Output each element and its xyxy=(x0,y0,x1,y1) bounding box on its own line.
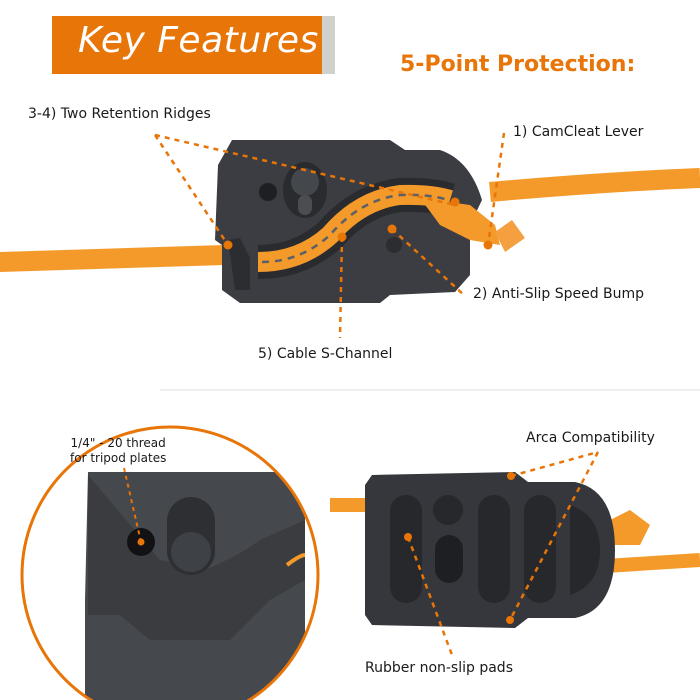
thread-line-2: for tripod plates xyxy=(70,451,167,465)
cable-left xyxy=(0,245,235,272)
top-callout-lines xyxy=(153,132,506,339)
bottom-callout-lines xyxy=(406,450,600,656)
callout-thread: 1/4" - 20 thread for tripod plates xyxy=(70,436,166,466)
section-subtitle: 5-Point Protection: xyxy=(400,52,636,77)
thread-line-1: 1/4" - 20 thread xyxy=(70,436,166,450)
thread-zoom-circle xyxy=(22,427,318,700)
callout-anti-slip-bump: 2) Anti-Slip Speed Bump xyxy=(473,286,645,302)
section-divider xyxy=(160,389,700,391)
page-title: Key Features xyxy=(78,20,319,61)
callout-rubber-pads: Rubber non-slip pads xyxy=(365,660,513,676)
callout-camcleat-lever: 1) CamCleat Lever xyxy=(513,124,644,140)
device-back-plate xyxy=(330,472,700,628)
cable-right xyxy=(489,168,700,202)
banner-shadow xyxy=(322,16,335,74)
top-callout-dots xyxy=(223,197,493,250)
callout-arca-compatibility: Arca Compatibility xyxy=(526,430,655,446)
key-features-banner xyxy=(52,16,322,74)
camcleat-device xyxy=(215,140,525,303)
callout-retention-ridges: 3-4) Two Retention Ridges xyxy=(28,106,211,122)
callout-cable-s-channel: 5) Cable S-Channel xyxy=(258,346,393,362)
